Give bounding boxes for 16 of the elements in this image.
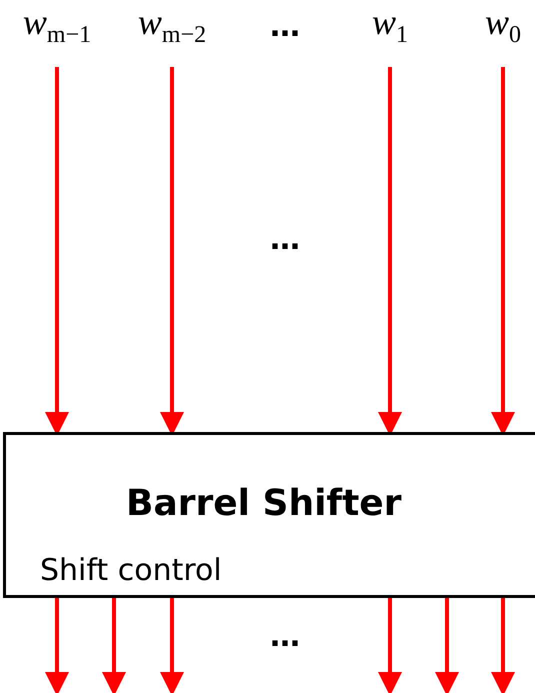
- ellipsis: …: [270, 622, 300, 652]
- process-box: [3, 432, 535, 598]
- arrow: [102, 598, 126, 693]
- ellipsis: …: [270, 225, 300, 255]
- variable-label: w$_{m−1}$: [22, 2, 92, 55]
- box-subtitle: Shift control: [40, 553, 222, 588]
- arrow: [491, 598, 515, 693]
- arrow: [435, 598, 459, 693]
- variable-label: w$_{0}$: [485, 2, 521, 55]
- ellipsis: …: [270, 12, 300, 42]
- variable-label: w$_{m−2}$: [138, 2, 206, 55]
- arrow: [160, 598, 184, 693]
- arrow: [378, 598, 402, 693]
- box-title: Barrel Shifter: [126, 483, 402, 524]
- arrow: [45, 598, 69, 693]
- variable-label: w$_{1}$: [372, 2, 408, 55]
